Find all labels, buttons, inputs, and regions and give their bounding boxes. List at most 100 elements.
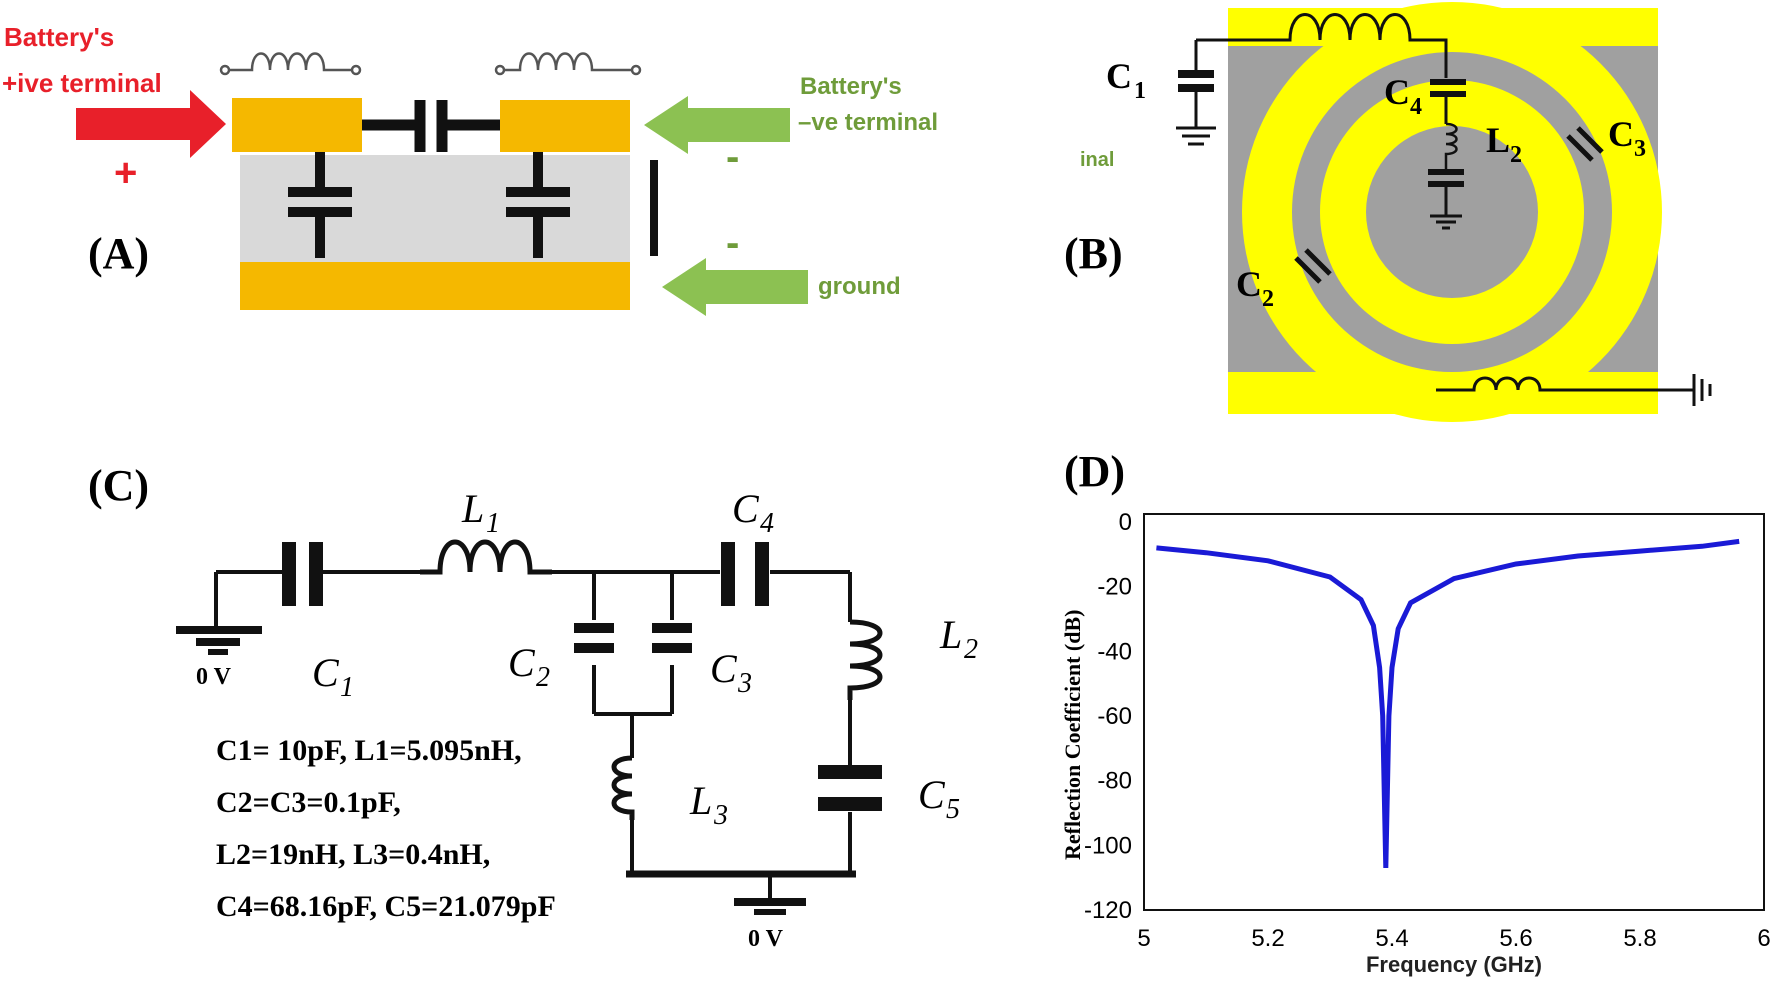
l2-subscript: 2 [964,634,978,665]
c3-capacitor-icon [1566,126,1604,162]
shunt-capacitor-left-icon [288,152,352,258]
x-tick-label: 5.8 [1623,925,1656,952]
c2-subscript: 2 [536,662,550,693]
c1-label: C [1106,56,1132,96]
y-tick-label: -100 [1084,832,1132,859]
l2-inductor-icon [847,619,883,700]
top-inductor-icon [1196,13,1448,78]
inductor-left-icon [219,52,362,76]
l3-subscript: 3 [713,800,728,831]
c1-capacitor-icon [1176,40,1216,146]
l1-label: L [461,486,484,531]
green-arrow-bottom-icon [662,258,808,316]
c1-subscript: 1 [340,672,354,703]
shunt-capacitor-right-icon [506,152,570,258]
y-tick-label: -20 [1097,574,1132,601]
positive-terminal-line1: Battery's [4,22,114,52]
left-pad [232,98,362,152]
panel-c: (C) [88,461,978,952]
c1-capacitor-icon [282,542,323,606]
x-tick-label: 5.4 [1375,925,1408,952]
value-line-1: C1= 10pF, L1=5.095nH, [216,734,522,767]
c3-label: C [1608,114,1634,154]
x-tick-label: 5 [1137,925,1150,952]
divider-bar [650,160,658,256]
l3-inductor-icon [611,755,635,820]
y-axis-label: Reflection Coefficient (dB) [1060,610,1085,860]
ground-left-icon [176,626,262,655]
c5-label: C [918,772,946,817]
l2-subscript: 2 [1510,142,1522,168]
l2-label: L [1486,120,1510,160]
series-capacitor-icon [362,100,500,152]
c1-label: C [312,650,340,695]
c3-capacitor-icon [652,623,692,653]
panel-b-label: (B) [1064,229,1123,278]
l2-inductor-icon [1444,122,1458,170]
y-tick-label: -80 [1097,768,1132,795]
c5-capacitor-icon [818,765,882,811]
zero-v-left: 0 V [196,664,232,690]
c4-subscript: 4 [760,508,774,539]
c4-label: C [1384,72,1410,112]
y-tick-label: -60 [1097,703,1132,730]
c4-capacitor-icon [721,542,769,606]
l1-subscript: 1 [486,508,500,539]
x-tick-label: 5.6 [1499,925,1532,952]
inner-gap [1366,126,1538,298]
c4-capacitor-icon [1430,79,1466,124]
panel-b: (B) inal [1064,2,1712,422]
c1-subscript: 1 [1134,78,1146,104]
panel-a: (A) [2,22,938,316]
negative-terminal-line1: Battery's [800,73,902,100]
plus-sign: + [114,151,137,195]
panel-c-label: (C) [88,461,149,510]
minus-sign-2: - [726,221,739,265]
c2-capacitor-icon [1294,248,1332,284]
inner-capacitor-icon [1428,169,1464,230]
value-line-4: C4=68.16pF, C5=21.079pF [216,890,556,923]
l3-label: L [689,778,712,823]
c3-label: C [710,646,738,691]
terminal-fragment: inal [1080,149,1114,171]
x-axis-label: Frequency (GHz) [1366,952,1542,977]
y-tick-label: -120 [1084,897,1132,924]
y-tick-label: 0 [1119,509,1132,536]
c2-label: C [1236,264,1262,304]
panel-d: (D) 5 5.2 5.4 5.6 5.8 6 0 -20 -40 -60 -80 -100 -120… [1060,447,1770,977]
circuit-wires [214,570,852,874]
panel-a-label: (A) [88,229,149,278]
value-line-2: C2=C3=0.1pF, [216,786,401,819]
x-tick-label: 6 [1757,925,1770,952]
x-ticks: 5 5.2 5.4 5.6 5.8 6 [1137,925,1770,952]
ground-label: ground [818,273,901,300]
plot-frame [1143,513,1765,911]
minus-sign-1: - [726,135,739,179]
zero-v-bottom: 0 V [748,926,784,952]
panel-d-label: (D) [1064,447,1125,496]
value-line-3: L2=19nH, L3=0.4nH, [216,838,490,871]
reflection-curve [1156,538,1740,869]
y-ticks: 0 -20 -40 -60 -80 -100 -120 [1084,509,1132,924]
x-tick-label: 5.2 [1251,925,1284,952]
ground-pad [240,262,630,310]
red-arrow-icon [76,90,226,158]
inductor-right-icon [494,52,642,76]
c3-subscript: 3 [1634,136,1646,162]
right-pad [500,100,630,152]
c2-subscript: 2 [1262,286,1274,312]
c2-label: C [508,640,536,685]
c3-subscript: 3 [737,668,752,699]
c5-subscript: 5 [946,794,960,825]
c4-subscript: 4 [1410,94,1422,120]
l2-label: L [939,612,962,657]
positive-terminal-line2: +ive terminal [2,68,162,98]
substrate [240,155,630,280]
y-tick-label: -40 [1097,638,1132,665]
green-arrow-top-icon [644,96,790,154]
bottom-inductor-icon [1436,374,1712,406]
ground-bottom-icon [734,874,806,915]
negative-terminal-line2: –ve terminal [798,109,938,136]
